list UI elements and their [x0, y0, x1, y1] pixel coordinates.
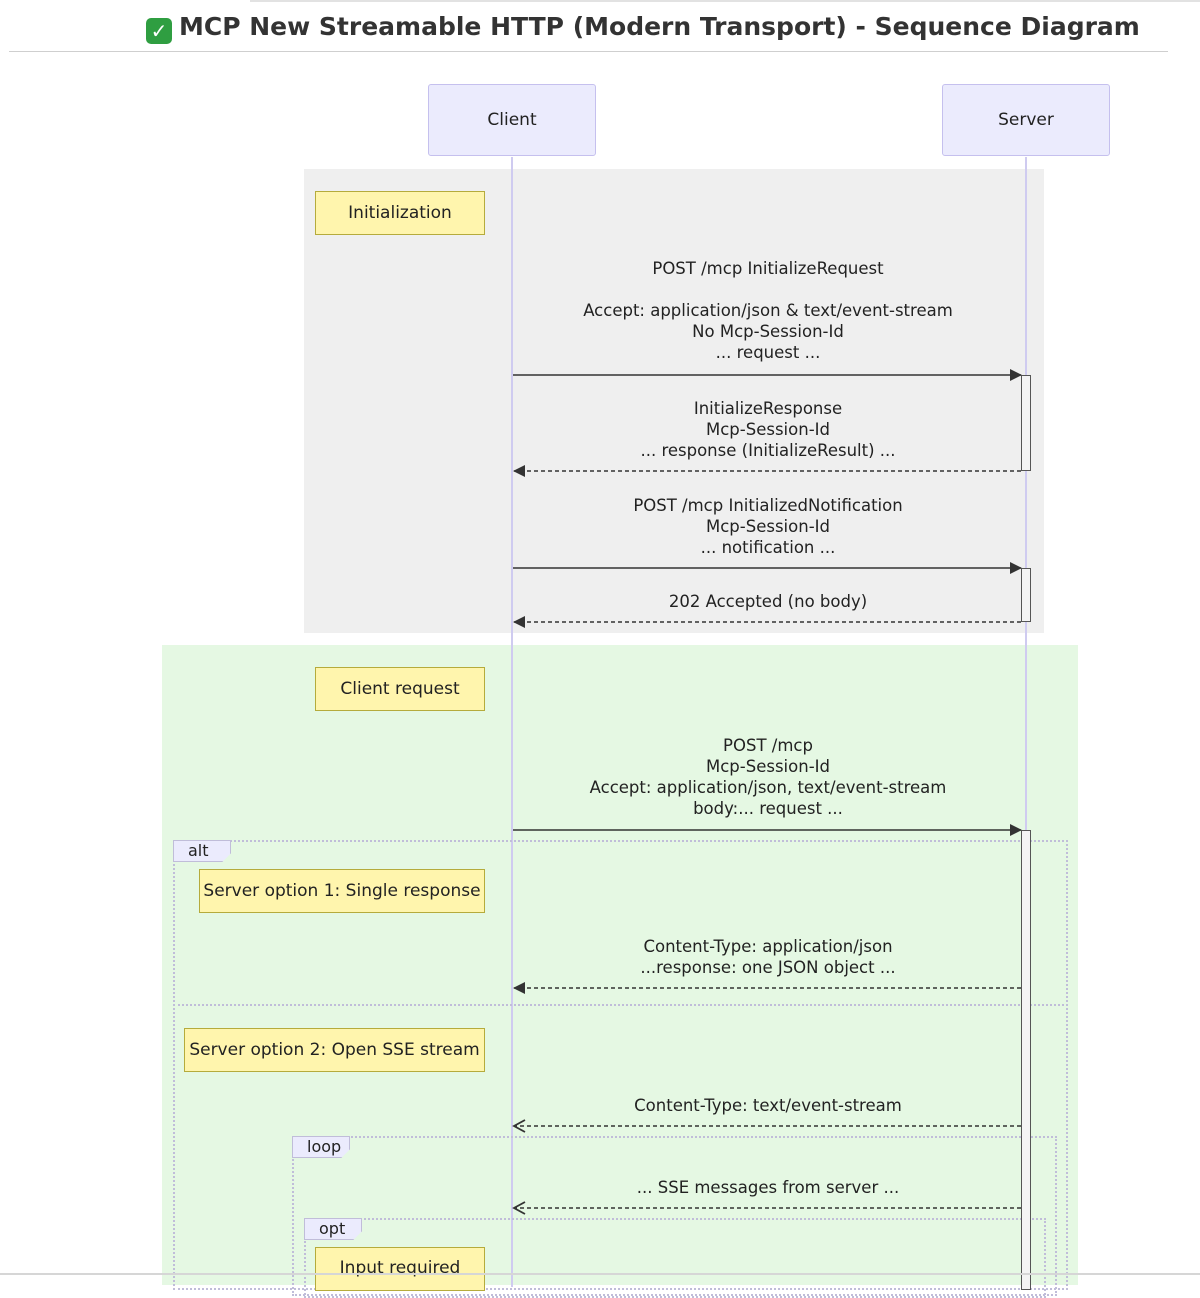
msg-accepted-label: 202 Accepted (no body) [668, 592, 868, 611]
initialization-zone [304, 169, 1044, 633]
note-initialization: Initialization [315, 191, 485, 235]
server-lifeline [1025, 157, 1027, 1287]
server-activation-init [1021, 375, 1031, 471]
client-request-zone [162, 645, 1078, 1285]
alt-frame-divider [173, 1004, 1068, 1006]
server-actor: Server [942, 84, 1110, 156]
msg-initialize-response-label: InitializeResponse Mcp-Session-Id ... re… [640, 399, 896, 460]
page-title-text: MCP New Streamable HTTP (Modern Transpor… [179, 12, 1140, 41]
page-title: ✓ MCP New Streamable HTTP (Modern Transpo… [146, 10, 1140, 44]
bottom-border [0, 1273, 1200, 1275]
msg-sse-open-label: Content-Type: text/event-stream [634, 1096, 902, 1115]
alt-frame-tag: alt [173, 840, 231, 862]
opt-frame-tag: opt [304, 1218, 362, 1240]
msg-initialize-request-label: POST /mcp InitializeRequest Accept: appl… [583, 259, 953, 362]
top-border [250, 0, 1200, 2]
msg-client-post-label: POST /mcp Mcp-Session-Id Accept: applica… [589, 736, 947, 818]
note-server-option-2: Server option 2: Open SSE stream [184, 1028, 485, 1072]
msg-sse-messages-label: ... SSE messages from server ... [636, 1178, 900, 1197]
msg-initialized-notification-label: POST /mcp InitializedNotification Mcp-Se… [633, 496, 903, 557]
white-check-mark-icon: ✓ [146, 18, 172, 44]
msg-single-response-label: Content-Type: application/json ...respon… [640, 937, 896, 977]
title-divider [9, 51, 1168, 52]
note-server-option-1: Server option 1: Single response [199, 869, 485, 913]
client-actor: Client [428, 84, 596, 156]
note-client-request: Client request [315, 667, 485, 711]
loop-frame-tag: loop [292, 1136, 350, 1158]
server-activation-notification [1021, 568, 1031, 622]
title-bar: ✓ MCP New Streamable HTTP (Modern Transpo… [0, 0, 1200, 52]
client-lifeline [511, 157, 513, 1287]
